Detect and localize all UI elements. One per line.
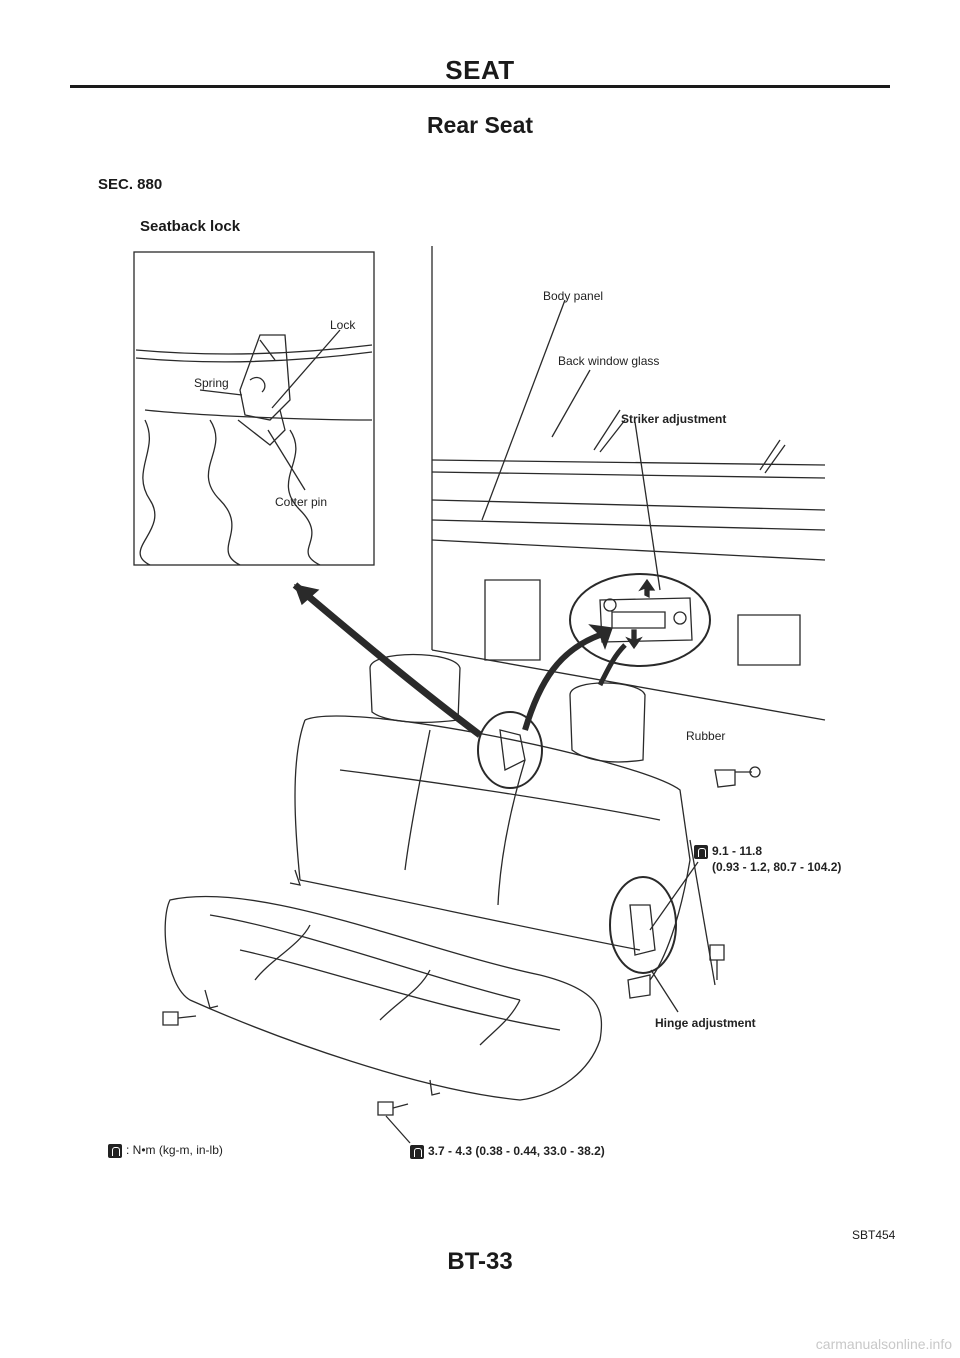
torque-hinge-line1: 9.1 - 11.8 [712,844,763,858]
inset-frame [133,251,375,566]
torque-wrench-icon [108,1143,122,1158]
label-rubber: Rubber [686,729,726,743]
label-body-panel: Body panel [543,289,604,303]
inset-title: Seatback lock [140,218,241,235]
label-hinge-adjustment: Hinge adjustment [655,1016,756,1030]
torque-wrench-icon [410,1144,424,1159]
torque-wrench-icon [694,844,708,859]
label-lock: Lock [330,318,356,332]
label-cotter-pin: Cotter pin [275,495,328,509]
header-rule [70,85,890,88]
label-striker-adjustment: Striker adjustment [621,412,727,426]
unit-legend-text: : N•m (kg-m, in-lb) [126,1143,223,1157]
torque-hinge-line2: (0.93 - 1.2, 80.7 - 104.2) [712,860,842,874]
unit-legend: : N•m (kg-m, in-lb) [108,1143,223,1158]
torque-cushion-value: 3.7 - 4.3 (0.38 - 0.44, 33.0 - 38.2) [428,1144,605,1158]
figure-code: SBT454 [852,1228,896,1242]
section-code: SEC. 880 [98,176,163,193]
page-header-title: SEAT [445,55,515,85]
watermark: carmanualsonline.info [815,1336,952,1352]
torque-cushion: 3.7 - 4.3 (0.38 - 0.44, 33.0 - 38.2) [410,1143,605,1159]
label-back-window-glass: Back window glass [558,354,660,368]
page-number: BT-33 [447,1248,513,1275]
label-spring: Spring [194,376,229,390]
section-title: Rear Seat [426,112,534,138]
torque-hinge: 9.1 - 11.8 (0.93 - 1.2, 80.7 - 104.2) [694,843,841,875]
